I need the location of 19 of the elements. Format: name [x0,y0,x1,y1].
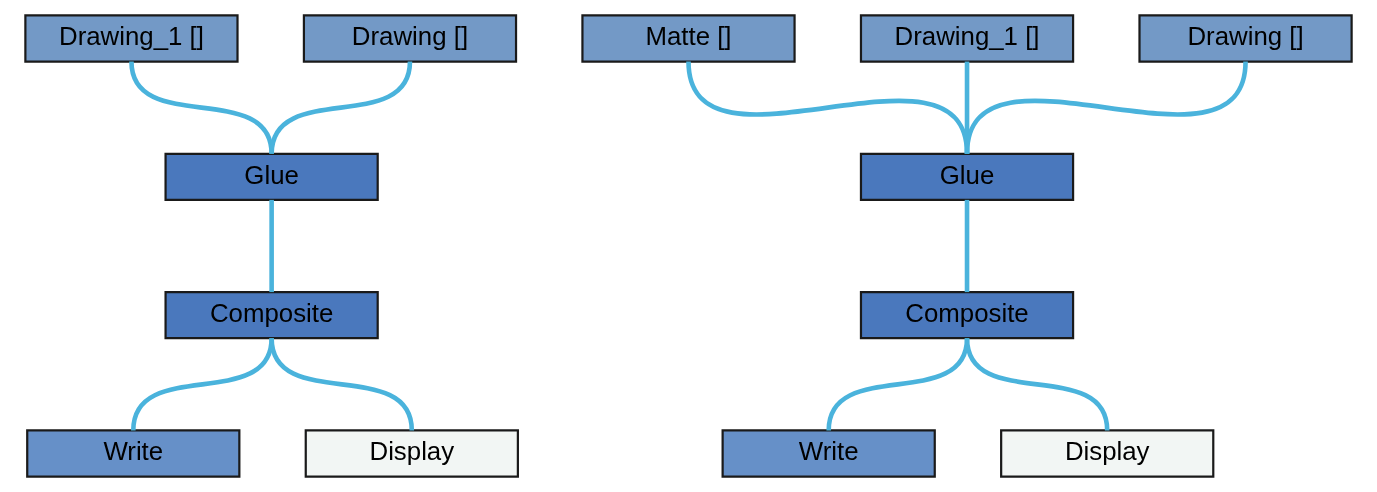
node-box: Display [1000,429,1215,478]
connector [964,61,1248,155]
node-box: Drawing_1 [] [24,14,239,63]
node-box: Write [26,429,241,478]
node-box: Composite [859,291,1075,340]
node-box: Drawing [] [302,14,518,63]
node-box: Glue [164,152,379,201]
connector [269,199,274,293]
connector [964,337,1110,431]
node-box: Glue [859,152,1075,201]
node-box: Drawing_1 [] [859,14,1075,63]
node-box: Display [304,429,519,478]
node-box: Matte [] [581,14,796,63]
connector [269,337,415,431]
node-box: Write [721,429,936,478]
connector [269,61,413,155]
connector [964,199,970,293]
node-box: Drawing [] [1138,14,1353,63]
node-box: Composite [164,291,379,340]
